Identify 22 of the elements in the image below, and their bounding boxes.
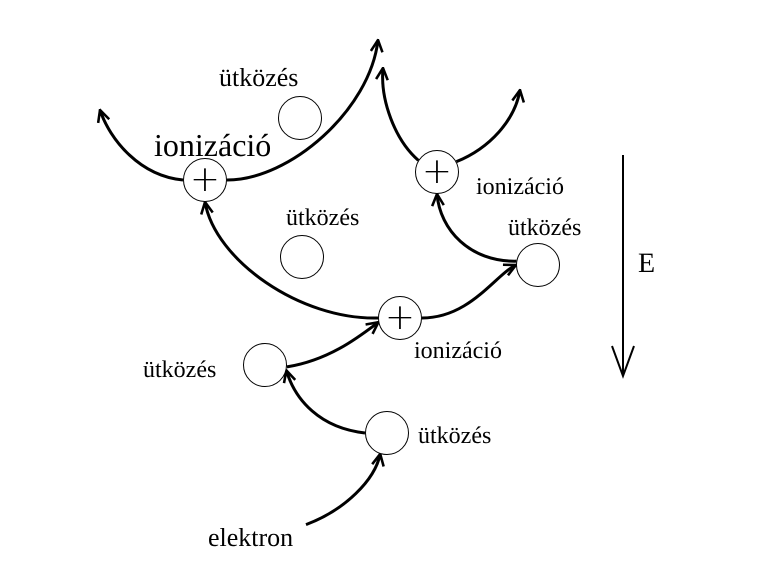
plus-sign: +: [420, 151, 454, 193]
event-label: ütközés: [418, 424, 492, 448]
event-label: ütközés: [219, 65, 298, 91]
arrow: [422, 264, 518, 320]
arrow: [456, 88, 524, 164]
event-label: ütközés: [143, 358, 216, 382]
event-label: ionizáció: [414, 339, 502, 363]
arrow: [286, 320, 380, 368]
arrow: [305, 452, 384, 526]
arrow: [432, 192, 516, 263]
event-label: ionizáció: [154, 129, 272, 161]
plus-sign: +: [188, 159, 222, 201]
arrow: [283, 369, 366, 434]
arrow: [201, 200, 378, 320]
arrow: [97, 108, 184, 182]
event-label: ütközés: [286, 206, 360, 230]
arrow: [375, 66, 420, 162]
arrow: [226, 38, 383, 182]
event-label: ütközés: [508, 216, 582, 240]
field-label: E: [638, 250, 656, 278]
event-label: ionizáció: [476, 175, 564, 199]
plus-sign: +: [384, 297, 416, 339]
